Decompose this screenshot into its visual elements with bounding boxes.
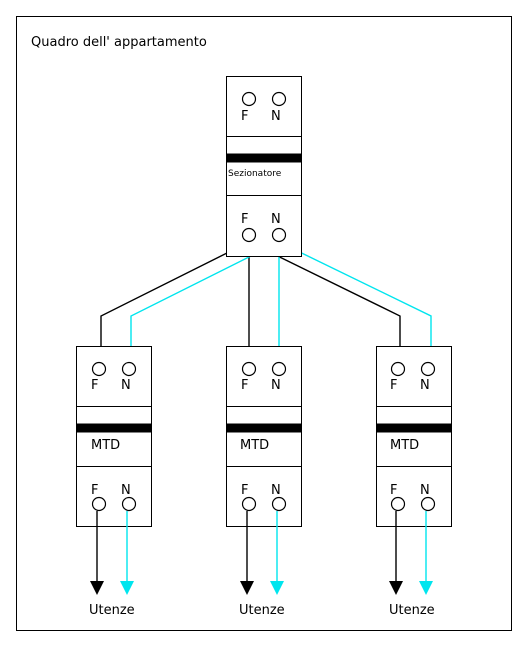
terminal-in-n: [121, 361, 137, 377]
terminal-out-n-label: N: [271, 483, 281, 498]
breaker-label: MTD: [240, 438, 269, 453]
terminal-in-f: [241, 91, 257, 107]
breaker-bar: [376, 423, 452, 433]
neutral-wire-3: [278, 241, 432, 364]
terminal-in-n-label: N: [121, 378, 131, 393]
terminal-in-n: [420, 361, 436, 377]
terminal-in-n-label: N: [271, 109, 281, 124]
phase-wire-1: [100, 241, 250, 364]
breaker-label: MTD: [91, 438, 120, 453]
terminal-in-f-label: F: [390, 378, 397, 393]
terminal-in-f: [91, 361, 107, 377]
load-label: Utenze: [389, 603, 435, 618]
terminal-in-f-label: F: [241, 109, 248, 124]
phase-wire-3: [248, 241, 401, 364]
terminal-in-f: [241, 361, 257, 377]
load-label: Utenze: [89, 603, 135, 618]
breaker-3: MTD F N F N Utenze: [376, 346, 452, 618]
terminal-in-n-label: N: [271, 378, 281, 393]
terminal-out-f-label: F: [241, 483, 248, 498]
terminal-in-f-label: F: [241, 378, 248, 393]
terminal-out-f: [390, 496, 406, 512]
panel-title: Quadro dell' appartamento: [31, 35, 207, 50]
terminal-out-f-label: F: [91, 483, 98, 498]
terminal-out-n: [420, 496, 436, 512]
terminal-out-n-label: N: [271, 212, 281, 227]
terminal-out-f: [91, 496, 107, 512]
terminal-out-f: [241, 227, 257, 243]
terminal-out-n: [271, 227, 287, 243]
terminal-out-f-label: F: [390, 483, 397, 498]
breaker-2: MTD F N F N Utenze: [226, 346, 302, 618]
terminal-in-f: [390, 361, 406, 377]
terminal-out-f: [241, 496, 257, 512]
terminal-in-n-label: N: [420, 378, 430, 393]
terminal-in-f-label: F: [91, 378, 98, 393]
breaker-1: MTD F N F N Utenze: [76, 346, 152, 618]
terminal-in-n: [271, 361, 287, 377]
breaker-body: [226, 346, 302, 527]
terminal-in-n: [271, 91, 287, 107]
breaker-bar: [76, 423, 152, 433]
main-switch-label: Sezionatore: [228, 169, 282, 179]
terminal-out-n-label: N: [420, 483, 430, 498]
feeder-wires: [100, 241, 432, 364]
breaker-body: [76, 346, 152, 527]
switch-bar: [226, 153, 302, 163]
breaker-label: MTD: [390, 438, 419, 453]
breaker-bar: [226, 423, 302, 433]
main-switch: Sezionatore F N F N: [226, 76, 302, 257]
terminal-out-n: [271, 496, 287, 512]
neutral-wire-1: [130, 241, 280, 364]
terminal-out-f-label: F: [241, 212, 248, 227]
breaker-body: [376, 346, 452, 527]
main-switch-body: [226, 76, 302, 257]
load-label: Utenze: [239, 603, 285, 618]
terminal-out-n: [121, 496, 137, 512]
panel-frame: [16, 16, 512, 631]
terminal-out-n-label: N: [121, 483, 131, 498]
